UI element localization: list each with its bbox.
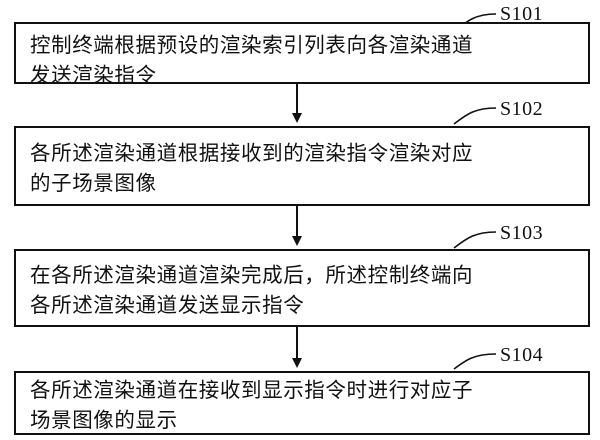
label-leader-s103 xyxy=(453,231,497,249)
step-text-s103: 在各所述渲染通道渲染完成后，所述控制终端向 各所述渲染通道发送显示指令 xyxy=(30,263,474,317)
label-leader-s102 xyxy=(453,107,497,125)
label-leader-s104 xyxy=(453,353,497,370)
step-label-s101: S101 xyxy=(500,3,544,25)
step-text-s101: 控制终端根据预设的渲染索引列表向各渲染通道 发送渲染指令 xyxy=(30,33,474,87)
step-label-s104: S104 xyxy=(500,344,544,366)
step-label-s102: S102 xyxy=(500,98,544,120)
step-box-s103: 在各所述渲染通道渲染完成后，所述控制终端向 各所述渲染通道发送显示指令 xyxy=(14,249,590,327)
step-label-s103: S103 xyxy=(500,222,544,244)
step-box-s101: 控制终端根据预设的渲染索引列表向各渲染通道 发送渲染指令 xyxy=(14,22,590,87)
step-box-s102: 各所述渲染通道根据接收到的渲染指令渲染对应 的子场景图像 xyxy=(14,126,590,206)
step-text-s102: 各所述渲染通道根据接收到的渲染指令渲染对应 的子场景图像 xyxy=(30,141,474,195)
step-box-s104: 各所述渲染通道在接收到显示指令时进行对应子 场景图像的显示 xyxy=(14,371,590,435)
step-text-s104: 各所述渲染通道在接收到显示指令时进行对应子 场景图像的显示 xyxy=(30,378,474,432)
